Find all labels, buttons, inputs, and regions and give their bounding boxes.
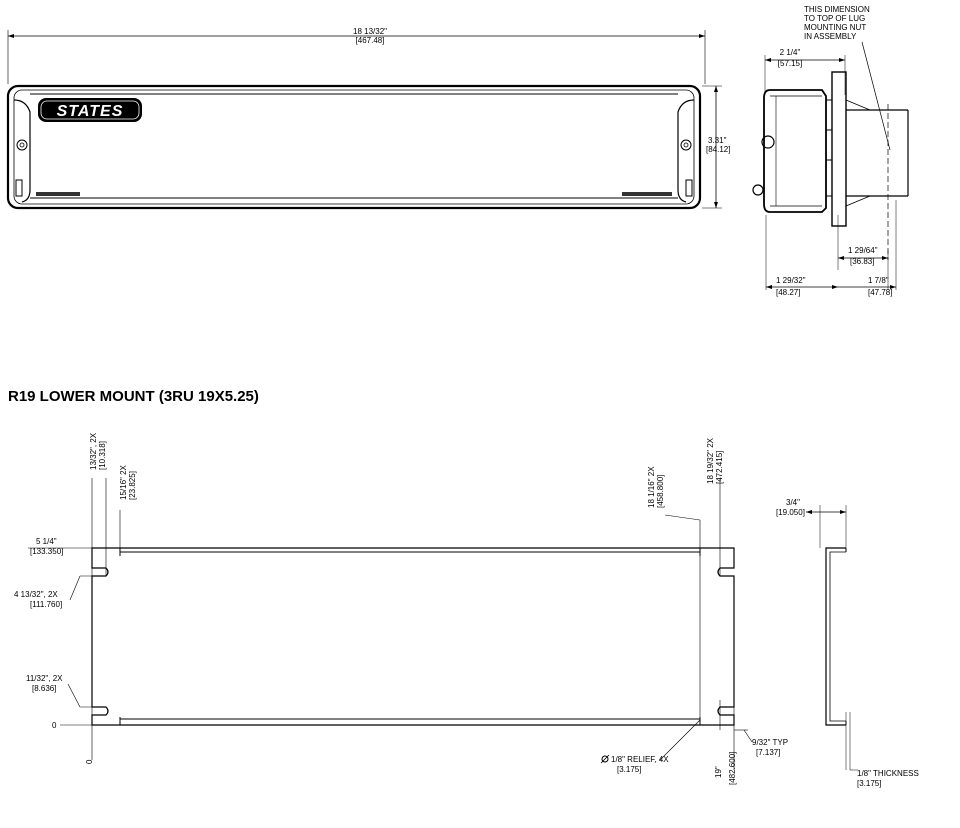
bracket-profile [825,547,846,726]
assembly-note-line-3: MOUNTING NUT [804,23,866,32]
thickness-note: 1/8" THICKNESS [857,769,919,778]
side-dim-b: 1 29/32" [776,276,806,285]
dim-9-32: 9/32" TYP [752,738,788,747]
side-dim-a-mm: [36.83] [850,257,874,266]
rack-panel [91,547,735,726]
depth-dimension-mm: [57.15] [778,59,802,68]
side-dim-c-mm: [47.78] [868,288,892,297]
zero-label-vertical: 0 [85,759,94,764]
dim-18-19-32-mm: [472.415] [715,451,724,484]
width-dimension-mm: [467.48] [356,36,385,45]
dim-19-mm: [482.600] [728,752,737,785]
dim-4-13-32-mm: [111.760] [30,600,62,609]
panel-front-view: 13/32", 2X [10.318] 15/16" 2X [23.825] 1… [14,432,788,785]
dim-13-32: 13/32", 2X [89,432,98,470]
dim-18-19-32: 18 19/32" 2X [706,437,715,484]
dim-3-4: 3/4" [786,498,800,507]
side-knob [761,135,775,149]
side-view: THIS DIMENSION TO TOP OF LUG MOUNTING NU… [752,5,909,297]
width-dimension: 18 13/32" [353,27,387,36]
relief-note-mm: [3.175] [617,765,641,774]
side-dim-c: 1 7/8" [868,276,889,285]
section-title: R19 LOWER MOUNT (3RU 19X5.25) [8,388,259,405]
front-view: 18 13/32" [467.48] STATES 3.31" [84.12] [6,27,730,210]
side-dim-a: 1 29/64" [848,246,878,255]
height-dimension-mm: [84.12] [706,145,730,154]
side-housing [763,89,827,213]
left-printed-label [36,192,80,196]
mounting-bracket [831,71,847,227]
dim-15-16-mm: [23.825] [128,471,137,500]
assembly-note-line-1: THIS DIMENSION [804,5,870,14]
dim-9-32-mm: [7.137] [756,748,780,757]
dim-5-1-4-mm: [133.350] [30,547,63,556]
dim-18-1-16: 18 1/16" 2X [647,466,656,508]
relief-note: 1/8" RELIEF, 4X [611,755,669,764]
thickness-note-mm: [3.175] [857,779,881,788]
note-leader-line [861,41,891,151]
dim-15-16: 15/16" 2X [119,464,128,500]
diameter-symbol-icon [601,755,609,763]
states-logo-text: STATES [57,103,124,120]
dim-5-1-4: 5 1/4" [36,537,57,546]
dim-13-32-mm: [10.318] [98,441,107,470]
dim-19: 19" [714,766,723,778]
assembly-note-line-2: TO TOP OF LUG [804,14,865,23]
panel-side-view: 3/4" [19.050] 1/8" THICKNESS [3.175] [776,498,919,788]
zero-label: 0 [52,721,57,730]
assembly-note-line-4: IN ASSEMBLY [804,32,857,41]
left-mount-hole [16,139,28,151]
side-lug [752,184,764,196]
dim-18-1-16-mm: [458.800] [656,475,665,508]
lightbar-housing [6,84,702,210]
dim-11-32-mm: [8.636] [32,684,56,693]
relief-leader-line [659,719,701,761]
states-logo-badge [38,98,142,122]
dim-4-13-32: 4 13/32", 2X [14,590,58,599]
dim-11-32: 11/32", 2X [26,674,63,683]
dim-3-4-mm: [19.050] [776,508,805,517]
height-dimension: 3.31" [708,136,727,145]
right-printed-label [622,192,672,196]
right-mount-hole [680,139,692,151]
side-dim-b-mm: [48.27] [776,288,800,297]
depth-dimension: 2 1/4" [780,48,801,57]
